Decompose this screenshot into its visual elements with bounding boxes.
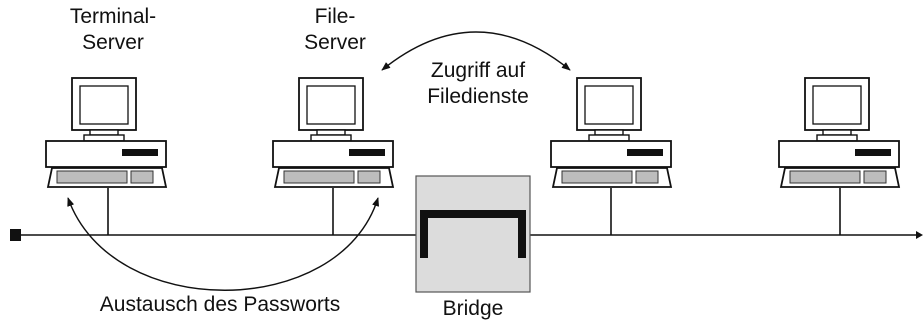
- bridge-box: [415, 175, 531, 293]
- bridge-icon: [420, 210, 526, 218]
- bridge-icon-right-pillar: [518, 210, 526, 258]
- file-access-label-line1: Zugriff auf: [430, 59, 526, 82]
- bridge-icon-left-pillar: [420, 210, 428, 258]
- password-exchange-label: Austausch des Passworts: [99, 293, 341, 316]
- file-access-arrow: [381, 31, 571, 71]
- network-terminator-left: [10, 229, 21, 241]
- desktop-computer-icon: [45, 77, 167, 188]
- file-access-label-line2: Filedienste: [427, 85, 529, 108]
- file-access-label: Zugriff auf Filedienste: [398, 58, 558, 110]
- computer-label-line2: Server: [82, 31, 144, 54]
- computer-label-line1: File-: [314, 5, 356, 28]
- computer-label-line1: Terminal-: [69, 5, 157, 28]
- desktop-computer-icon: [550, 77, 672, 188]
- password-exchange-arrow: [67, 197, 380, 291]
- terminal-server-label: Terminal- Server: [38, 4, 188, 56]
- bridge-label: Bridge: [442, 297, 504, 320]
- network-terminator-right: [916, 231, 923, 239]
- computer-label-line2: Server: [304, 31, 366, 54]
- desktop-computer-icon: [272, 77, 394, 188]
- file-server-label: File- Server: [260, 4, 410, 56]
- desktop-computer-icon: [778, 77, 900, 188]
